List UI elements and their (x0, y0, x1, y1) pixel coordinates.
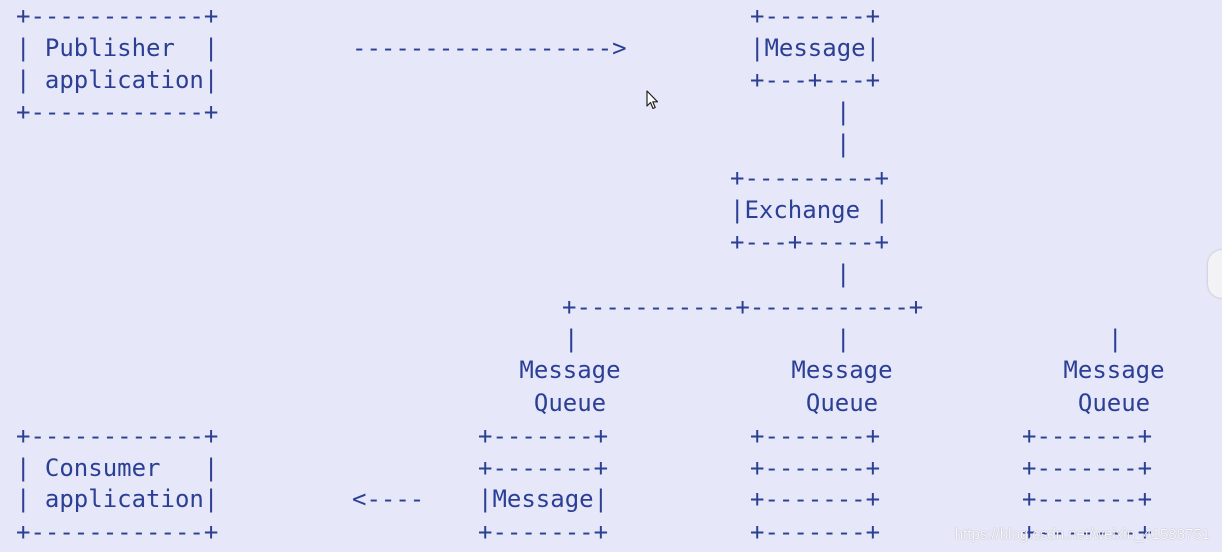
queue-label-line1: Message (791, 356, 892, 384)
queue-label-2: Message Queue (791, 356, 892, 417)
queue-label-line2: Queue (1078, 389, 1150, 417)
queue-stack-border: +-------+ (750, 485, 880, 513)
queue-label-line1: Message (1063, 356, 1164, 384)
queue-label-line2: Queue (534, 389, 606, 417)
queue-message-label: |Message| (478, 485, 608, 513)
queue-label-1: Message Queue (519, 356, 620, 417)
mouse-pointer-icon (646, 90, 659, 110)
message-box-top-border: +-------+ (750, 2, 880, 30)
fanout-line: +-----------+-----------+ (562, 293, 923, 321)
connector-pipe: | (836, 260, 850, 288)
queue-stack-border: +-------+ (478, 454, 608, 482)
publisher-box: +------------+ | Publisher | | applicati… (16, 2, 218, 126)
publisher-box-line2: | application| (16, 66, 218, 94)
consume-arrow: <---- (352, 485, 424, 513)
edge-scroll-tab[interactable] (1208, 250, 1222, 298)
queue-label-3: Message Queue (1063, 356, 1164, 417)
queue-stack-border: +-------+ (478, 422, 608, 450)
exchange-box-label: |Exchange | (730, 196, 889, 224)
publisher-box-top-border: +------------+ (16, 2, 218, 30)
message-box-top: +-------+ |Message| +---+---+ (750, 2, 880, 94)
queue-stack-border: +-------+ (750, 518, 880, 546)
queue-label-line2: Queue (806, 389, 878, 417)
queue-stack-2: +-------+ +-------+ +-------+ +-------+ (750, 422, 880, 546)
watermark: https://blog.csdn.net/weixin_41588751 (954, 526, 1210, 543)
connector-pipe: | (564, 325, 578, 353)
connector-pipe: | (836, 98, 850, 126)
message-box-top-bottom-border: +---+---+ (750, 66, 880, 94)
message-box-top-label: |Message| (750, 34, 880, 62)
exchange-box-bottom-border: +---+-----+ (730, 228, 889, 256)
queue-stack-border: +-------+ (1022, 518, 1152, 546)
consumer-box-line1: | Consumer | (16, 454, 218, 482)
connector-pipe: | (836, 130, 850, 158)
queue-stack-3: +-------+ +-------+ +-------+ +-------+ (1022, 422, 1152, 546)
connector-pipe: | (1108, 325, 1122, 353)
queue-stack-border: +-------+ (750, 454, 880, 482)
consumer-box-line2: | application| (16, 485, 218, 513)
queue-stack-border: +-------+ (1022, 485, 1152, 513)
exchange-box: +---------+ |Exchange | +---+-----+ (730, 164, 889, 256)
queue-stack-border: +-------+ (478, 518, 608, 546)
queue-stack-1: +-------+ +-------+ |Message| +-------+ (478, 422, 608, 546)
consumer-box-bottom-border: +------------+ (16, 518, 218, 546)
connector-pipe: | (836, 325, 850, 353)
publisher-box-line1: | Publisher | (16, 34, 218, 62)
queue-stack-border: +-------+ (1022, 454, 1152, 482)
publish-arrow: ------------------> (352, 34, 627, 62)
queue-stack-border: +-------+ (750, 422, 880, 450)
exchange-box-top-border: +---------+ (730, 164, 889, 192)
publisher-box-bottom-border: +------------+ (16, 98, 218, 126)
consumer-box: +------------+ | Consumer | | applicatio… (16, 422, 218, 546)
consumer-box-top-border: +------------+ (16, 422, 218, 450)
queue-stack-border: +-------+ (1022, 422, 1152, 450)
queue-label-line1: Message (519, 356, 620, 384)
